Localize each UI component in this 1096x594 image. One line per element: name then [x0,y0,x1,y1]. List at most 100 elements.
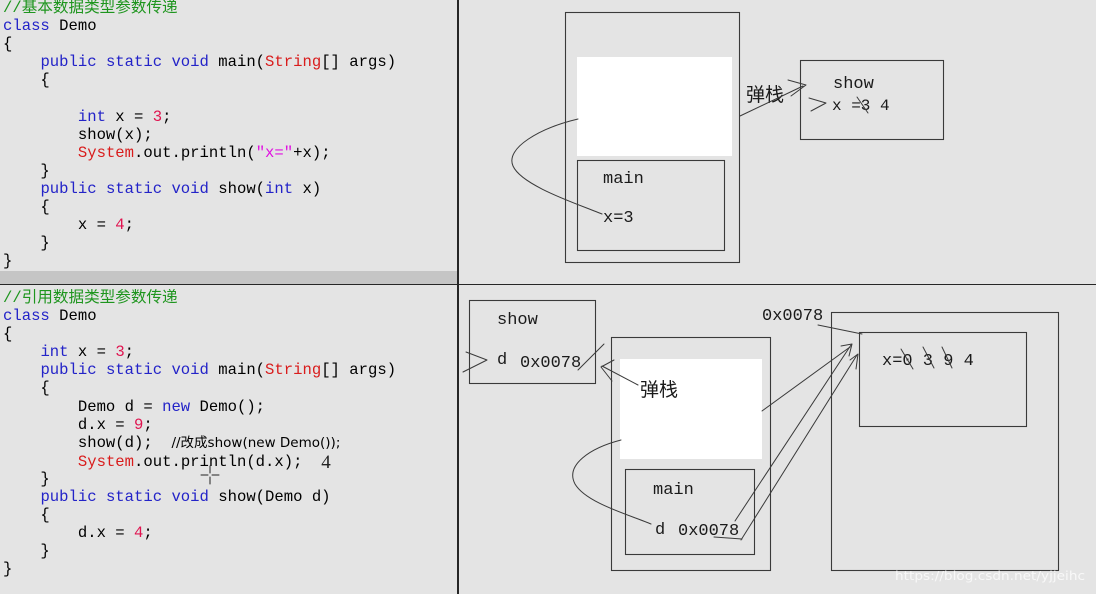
horizontal-divider [0,284,1096,285]
code-token-classname: System [77,452,135,471]
pop-stack-arrow [600,359,639,386]
popped-frame-box [620,359,762,459]
main-frame-label: main [603,170,644,189]
heap-object-address: 0x0078 [762,307,823,326]
stack-area-box [610,336,772,572]
code-line: public static void show(Demo d) [3,488,456,506]
code-token-keyword: public static void [40,179,209,198]
code-token-plain: [] args) [321,361,397,380]
code-line: class Demo [3,307,456,325]
code-token-number: 4 [115,216,125,235]
code-token-plain: d.x = [3,415,135,434]
code-line: System.out.println("x="+x); [3,144,456,162]
code-token-classname: String [265,53,322,72]
heap-object-field: x=0 3 9 4 [882,352,974,371]
frame-link-curve [511,118,603,215]
show-frame-label: show [497,311,539,330]
code-token-plain: +x); [293,143,331,162]
code-token-plain: x = [3,216,116,235]
code-token-plain: Demo [49,17,97,36]
code-token-plain: ; [124,343,135,362]
show-frame-box [468,299,597,385]
code-line: } [3,470,456,488]
primitive-memory-diagram: main x=3 show x =3 4 弹栈 [511,11,945,264]
code-token-plain: { [3,35,13,54]
code-token-annotation: //改成show(new Demo()); [171,434,341,451]
code-line: public static void show(int x) [3,180,456,198]
code-token-plain: { [3,325,13,344]
code-token-keyword: public static void [40,361,209,380]
code-line: { [3,506,456,524]
parameter-arrow [808,97,827,112]
code-token-plain: x) [293,179,322,198]
code-line: { [3,71,456,89]
code-token-plain: main( [208,361,266,380]
code-token-plain: } [3,469,50,488]
main-frame-variable: d [655,521,665,540]
code-token-keyword: new [162,397,191,416]
code-token-plain: .out.println(d.x); [134,452,322,471]
code-token-plain: ; [162,107,172,126]
stack-area-box [564,11,741,264]
code-token-number: 3 [115,343,125,362]
code-token-plain: } [3,542,50,561]
code-token-plain: show(d); [3,433,172,452]
code-token-number: 3 [152,107,163,126]
value-strike-mark [856,96,869,114]
code-line: System.out.println(d.x); 4 [3,452,456,472]
code-token-plain: Demo [49,307,97,326]
vertical-divider [457,0,459,594]
code-token-string: "x=" [255,143,294,162]
code-line: { [3,325,456,343]
code-line: Demo d = new Demo(); [3,398,456,416]
main-frame-address: 0x0078 [678,522,739,541]
code-token-keyword: class [3,17,50,36]
code-token-plain: show(x); [3,125,153,144]
code-line: } [3,234,456,252]
code-token-plain: { [3,71,50,90]
code-token-comment: //基本数据类型参数传递 [3,0,178,17]
code-line: public static void main(String[] args) [3,361,456,379]
code-token-keyword: int [265,179,294,198]
reference-arrowheads [840,343,859,370]
code-token-classname: String [265,361,322,380]
code-token-number: 4 [134,524,144,543]
code-line: show(d); //改成show(new Demo()); [3,434,456,452]
code-token-plain: d.x = [3,524,135,543]
heap-area-box [830,311,1060,572]
address-link-stroke [577,343,605,371]
code-token-plain: } [3,252,13,271]
code-line: { [3,35,456,53]
reference-arrow-from-main [740,354,858,541]
show-frame-label: show [833,75,875,94]
code-line: public static void main(String[] args) [3,53,456,71]
code-token-plain: .out.println( [134,143,256,162]
code-token-plain: { [3,379,50,398]
watermark-text: https://blog.csdn.net/yjjeihc [895,568,1085,583]
reference-arrow-from-show [761,346,851,412]
code-line: } [3,560,456,578]
code-token-keyword: int [40,343,69,362]
code-line: int x = 3; [3,343,456,361]
reference-arrow-from-main [734,344,852,522]
code-token-plain: } [3,161,50,180]
code-token-keyword: int [77,107,106,126]
code-token-classname: System [77,143,135,162]
code-line: } [3,162,456,180]
code-line: class Demo [3,17,456,35]
main-frame-box [576,159,726,252]
code-token-comment: //引用数据类型参数传递 [3,289,178,307]
code-token-plain: { [3,506,50,525]
code-line: x = 4; [3,216,456,234]
code-token-keyword: class [3,307,50,326]
code-token-keyword: public static void [40,53,209,72]
address-underline-stroke [713,536,743,540]
frame-link-curve [572,439,652,525]
code-token-plain: x = [105,107,153,126]
code-line: show(x); [3,126,456,144]
code-line: { [3,198,456,216]
code-token-plain: ; [124,216,135,235]
popped-frame-box [577,57,732,156]
